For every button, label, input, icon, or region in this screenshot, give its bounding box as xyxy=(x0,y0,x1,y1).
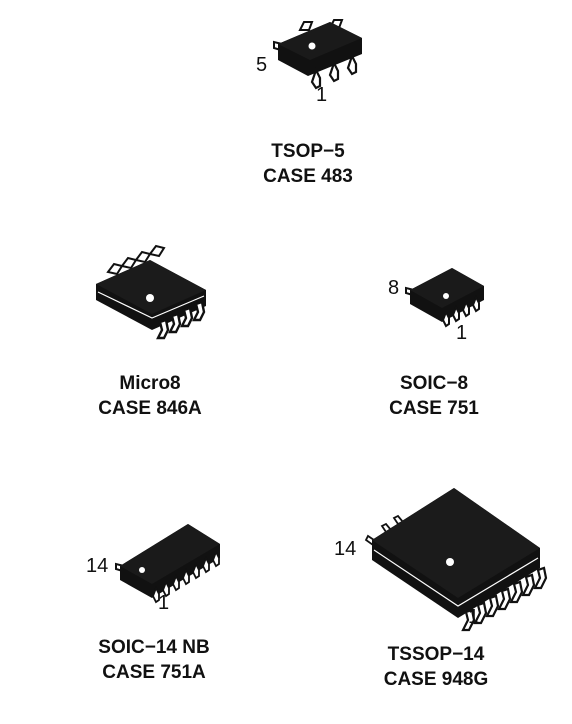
tssop14-name: TSSOP−14 xyxy=(387,644,485,665)
soic8-caption: SOIC−8 CASE 751 xyxy=(334,371,534,421)
tsop5-name: TSOP−5 xyxy=(271,141,345,162)
soic14-pin-14-label: 14 xyxy=(86,555,109,577)
tsop5-pin-5-label: 5 xyxy=(256,54,268,76)
micro8-case: CASE 846A xyxy=(98,398,202,419)
soic8-name: SOIC−8 xyxy=(399,373,469,394)
tsop5-caption: TSOP−5 CASE 483 xyxy=(208,139,408,189)
soic14-pin-1-label: 1 xyxy=(158,592,170,614)
soic8-pin-8-label: 8 xyxy=(388,277,400,299)
soic8-case: CASE 751 xyxy=(389,398,479,419)
tsop5-pin-1-label: 1 xyxy=(316,84,328,106)
soic14-case: CASE 751A xyxy=(102,662,206,683)
tssop14-case: CASE 948G xyxy=(383,669,489,690)
soic14-caption: SOIC−14 NB CASE 751A xyxy=(54,635,254,685)
tssop14-pin-14-label: 14 xyxy=(334,538,357,560)
tssop14-pin-1-label: 1 xyxy=(468,606,480,628)
tssop14-caption: TSSOP−14 CASE 948G xyxy=(336,642,536,692)
tsop5-case: CASE 483 xyxy=(263,166,353,187)
soic8-pin-1-label: 1 xyxy=(456,322,468,344)
soic14-name: SOIC−14 NB xyxy=(98,637,210,658)
micro8-name: Micro8 xyxy=(119,373,181,394)
micro8-caption: Micro8 CASE 846A xyxy=(50,371,250,421)
